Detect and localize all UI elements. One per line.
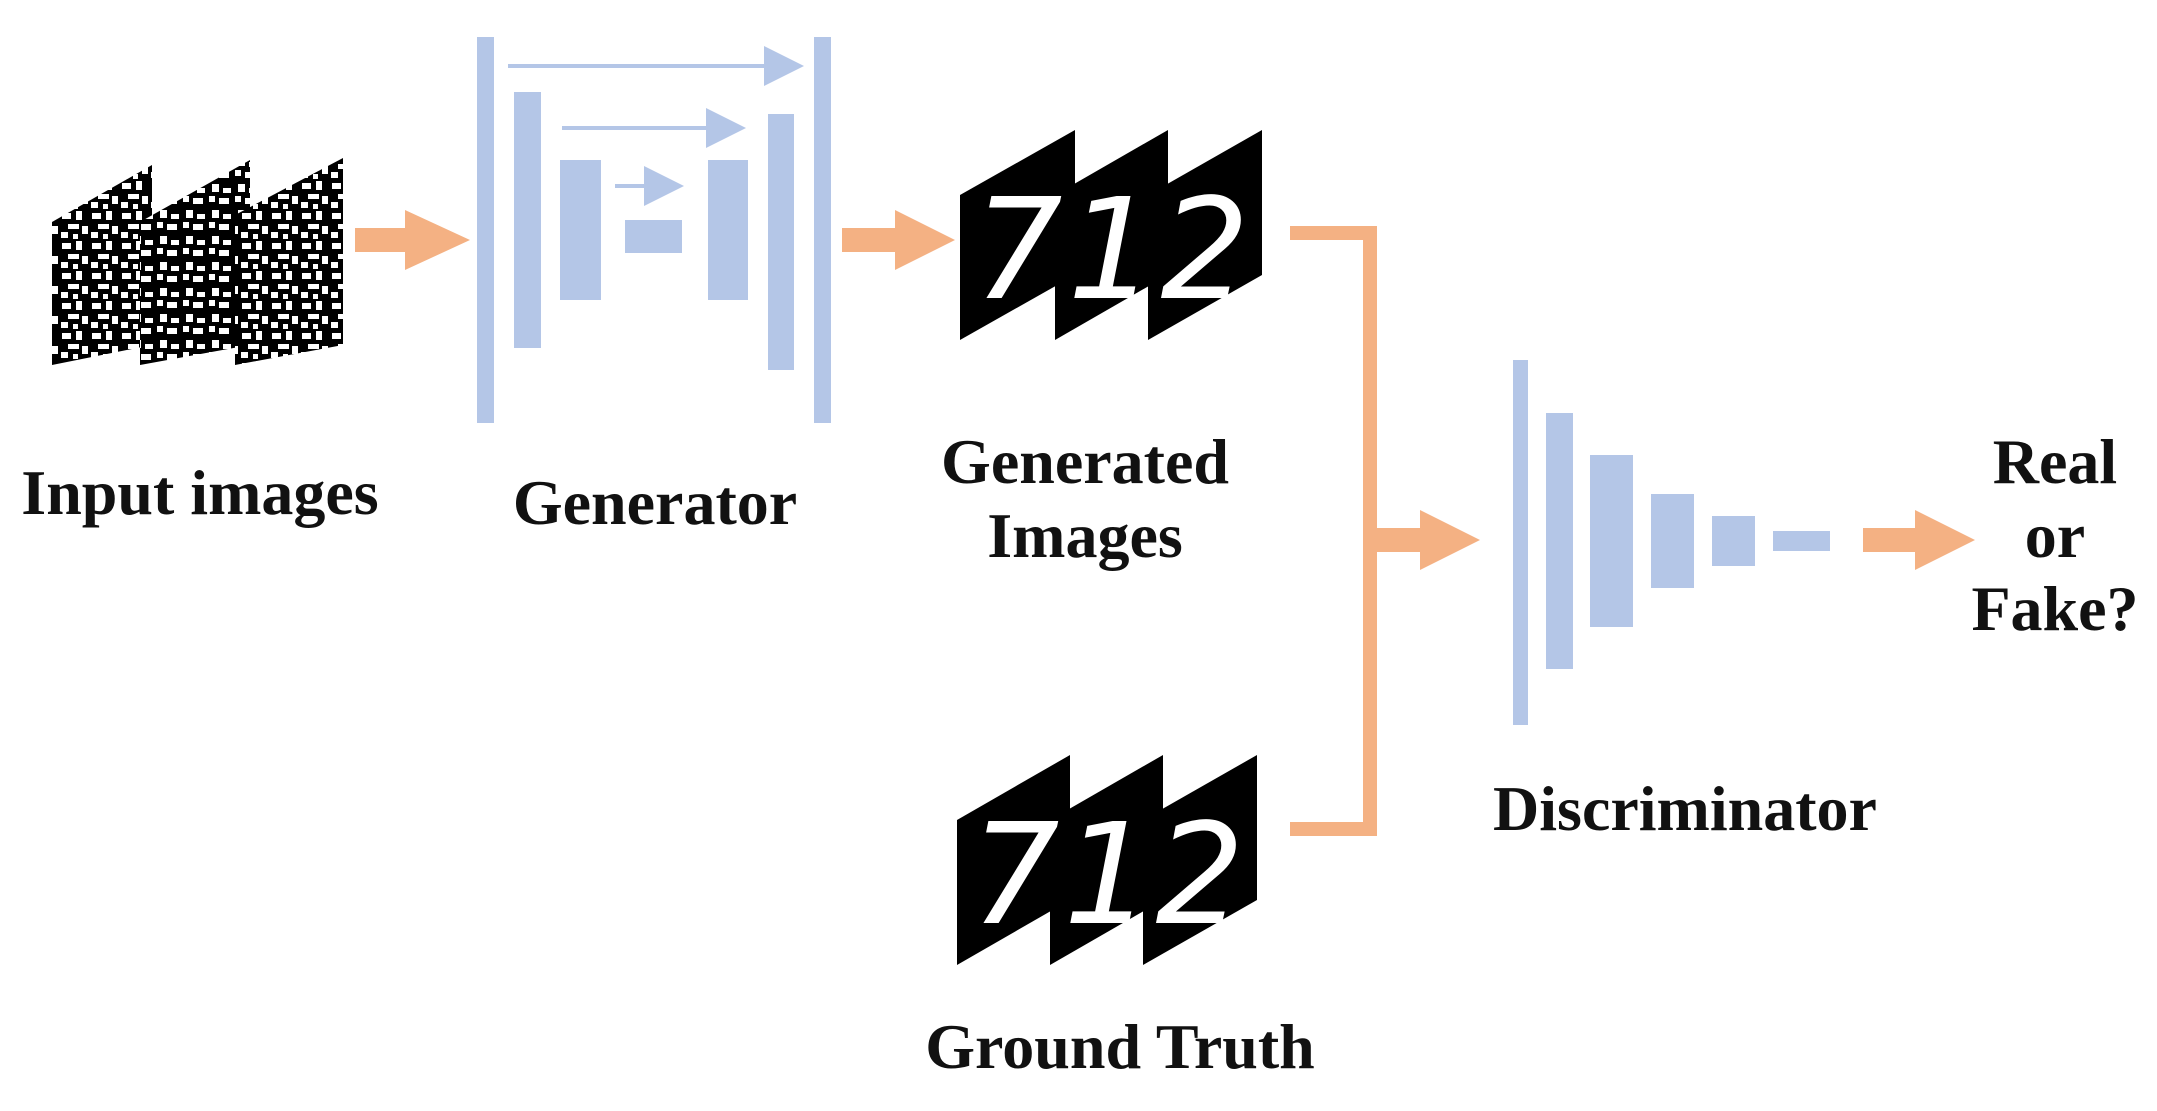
arrow-input-to-generator	[355, 210, 470, 270]
ground-truth-panel-3	[1143, 755, 1257, 965]
discriminator-layer-1	[1513, 360, 1528, 725]
arrow-generator-to-generated	[842, 210, 955, 270]
generator-block	[477, 37, 831, 423]
ground-truth-digit-1: 7	[970, 794, 1059, 957]
connector-from-generated	[1290, 226, 1377, 240]
generator-layer-3	[560, 160, 601, 300]
input-image-2	[140, 160, 250, 365]
discriminator-layer-2	[1546, 413, 1573, 669]
discriminator-label: Discriminator	[1493, 773, 1877, 844]
ground-truth-digit-2: 1	[1063, 794, 1152, 957]
ground-truth-label: Ground Truth	[925, 1011, 1315, 1082]
generator-layer-2	[514, 92, 541, 348]
input-images-stack	[52, 158, 343, 365]
generated-images-stack: 7 1 2	[960, 130, 1262, 340]
ground-truth-stack: 7 1 2	[957, 755, 1257, 965]
generated-images-label-line1: Generated	[941, 426, 1229, 497]
input-image-1	[52, 165, 152, 365]
discriminator-output-layer	[1773, 531, 1830, 551]
generated-digit-3: 2	[1160, 169, 1249, 332]
connector-from-ground-truth	[1290, 822, 1377, 836]
generator-bottleneck	[625, 220, 682, 253]
generated-panel-2	[1055, 130, 1168, 340]
discriminator-block	[1513, 360, 1830, 725]
input-image-3	[235, 158, 343, 365]
input-images-label: Input images	[21, 457, 379, 528]
connector-vertical	[1363, 226, 1377, 836]
generated-images-label-line2: Images	[987, 499, 1183, 571]
arrow-to-discriminator	[1377, 510, 1480, 570]
generator-layer-7	[814, 37, 831, 423]
output-label-line3: Fake?	[1971, 573, 2139, 645]
discriminator-layer-5	[1712, 516, 1755, 566]
generator-label: Generator	[512, 467, 798, 538]
arrow-discriminator-to-output	[1863, 510, 1975, 570]
generated-images-label: Generated Images	[920, 425, 1250, 572]
ground-truth-panel-1	[957, 755, 1070, 965]
generated-panel-3	[1148, 130, 1262, 340]
output-label-line2: or	[2024, 499, 2086, 571]
ground-truth-panel-2	[1050, 755, 1163, 965]
generated-digit-2: 1	[1067, 169, 1156, 332]
output-label-line1: Real	[1992, 426, 2118, 497]
generated-digit-1: 7	[973, 169, 1062, 332]
merge-connector	[1290, 226, 1480, 836]
generator-layer-1	[477, 37, 494, 423]
generated-panel-1	[960, 130, 1075, 340]
output-label: Real or Fake?	[1960, 425, 2150, 646]
generator-layer-6	[768, 114, 794, 370]
generator-layer-5	[708, 160, 748, 300]
discriminator-layer-3	[1590, 455, 1633, 627]
discriminator-layer-4	[1651, 494, 1694, 588]
ground-truth-digit-3: 2	[1155, 794, 1244, 957]
